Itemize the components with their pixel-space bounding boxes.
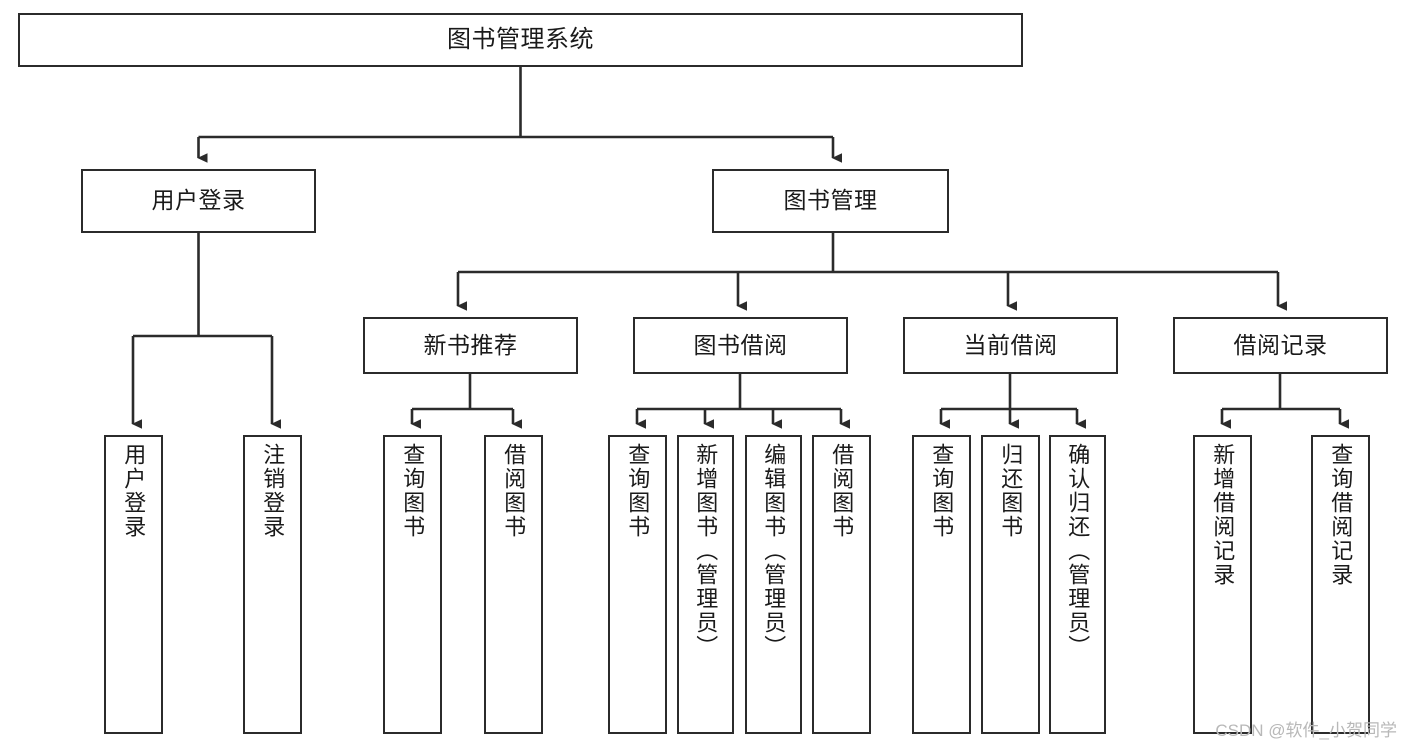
node-label: 查询图书 [400,443,426,539]
node-label: 用户登录 [151,187,246,214]
node-label: 借阅图书 [501,443,527,539]
leaf-current-borrow-confirm-return-admin[interactable]: 确认归还（管理员） [1049,435,1106,734]
node-book-management[interactable]: 图书管理 [712,169,949,233]
node-label: 编辑图书（管理员） [761,443,787,659]
node-label: 图书管理 [783,187,878,214]
leaf-borrow-record-add-record[interactable]: 新增借阅记录 [1193,435,1252,734]
node-label: 借阅图书 [829,443,855,539]
leaf-book-borrow-borrow-book[interactable]: 借阅图书 [812,435,871,734]
node-label: 图书管理系统 [447,25,594,53]
node-label: 归还图书 [998,443,1024,539]
leaf-user-login-login[interactable]: 用户登录 [104,435,163,734]
watermark-text: CSDN @软件_小贺同学 [1215,721,1397,740]
node-book-borrow[interactable]: 图书借阅 [633,317,848,374]
leaf-user-login-logout[interactable]: 注销登录 [243,435,302,734]
leaf-book-borrow-query-book[interactable]: 查询图书 [608,435,667,734]
node-label: 图书借阅 [693,331,788,358]
leaf-new-book-query-book[interactable]: 查询图书 [383,435,442,734]
leaf-new-book-borrow-book[interactable]: 借阅图书 [484,435,543,734]
node-user-login[interactable]: 用户登录 [81,169,316,233]
node-label: 新书推荐 [423,331,518,358]
node-label: 用户登录 [121,443,147,539]
node-label: 查询图书 [625,443,651,539]
node-current-borrow[interactable]: 当前借阅 [903,317,1118,374]
leaf-current-borrow-return-book[interactable]: 归还图书 [981,435,1040,734]
node-label: 新增借阅记录 [1210,443,1236,587]
node-borrow-record[interactable]: 借阅记录 [1173,317,1388,374]
node-label: 注销登录 [260,443,286,539]
node-root-system[interactable]: 图书管理系统 [18,13,1023,67]
leaf-borrow-record-query-record[interactable]: 查询借阅记录 [1311,435,1370,734]
node-label: 当前借阅 [963,331,1058,358]
node-label: 确认归还（管理员） [1065,443,1091,659]
node-label: 查询借阅记录 [1328,443,1354,587]
leaf-current-borrow-query-book[interactable]: 查询图书 [912,435,971,734]
leaf-book-borrow-edit-book-admin[interactable]: 编辑图书（管理员） [745,435,802,734]
leaf-book-borrow-add-book-admin[interactable]: 新增图书（管理员） [677,435,734,734]
node-label: 新增图书（管理员） [693,443,719,659]
node-label: 查询图书 [929,443,955,539]
node-label: 借阅记录 [1233,331,1328,358]
node-new-book-recommend[interactable]: 新书推荐 [363,317,578,374]
